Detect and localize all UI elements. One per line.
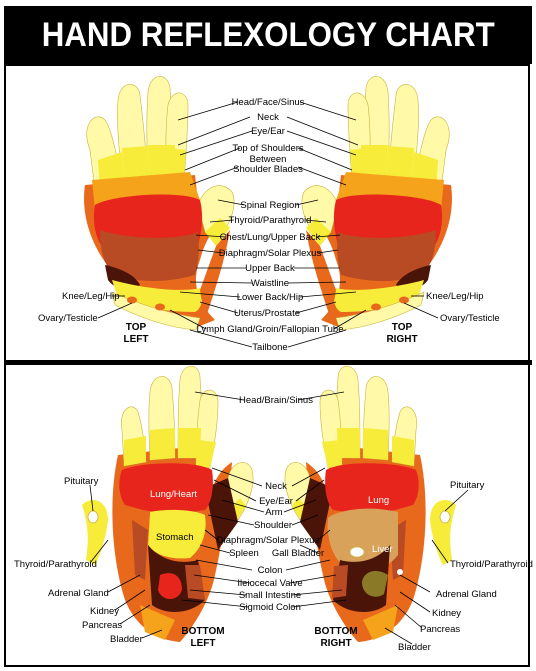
caption-bottom-right-1: BOTTOM [314,626,357,637]
label-uterus-prostate: Uterus/Prostate [234,308,300,319]
label-adrenal-gland-right: Adrenal Gland [436,589,497,600]
label-liver: Liver [372,544,393,555]
label-arm: Arm [265,507,283,518]
caption-top-right-2: RIGHT [386,334,417,345]
label-bladder-right: Bladder [398,642,431,653]
label-shoulder-blades: Shoulder Blades [233,164,303,175]
caption-bottom-left-2: LEFT [191,638,216,649]
bottom-left-hand: Lung/Heart Stomach [82,366,253,642]
label-ovary-testicle-left: Ovary/Testicle [38,313,98,324]
bottom-right-hand: Lung Liver [285,366,456,642]
label-lung: Lung [368,495,389,506]
caption-bottom-left-1: BOTTOM [181,626,224,637]
label-spleen: Spleen [229,548,259,559]
label-kidney-right: Kidney [432,608,461,619]
caption-top-left-2: LEFT [124,334,149,345]
label-thyroid-parathyroid-left: Thyroid/Parathyroid [14,559,97,570]
label-gall-bladder: Gall Bladder [272,548,324,559]
label-bottom-neck: Neck [265,481,287,492]
label-ovary-testicle-right: Ovary/Testicle [440,313,500,324]
label-eye-ear: Eye/Ear [251,126,285,137]
label-bladder-left: Bladder [110,634,143,645]
label-adrenal-gland-left: Adrenal Gland [48,588,109,599]
label-lower-back-hip: Lower Back/Hip [237,292,304,303]
label-shoulder: Shoulder [254,520,292,531]
caption-top-left-1: TOP [126,322,147,333]
label-kidney-left: Kidney [90,606,119,617]
label-head-brain-sinus: Head/Brain/Sinus [239,395,313,406]
label-pituitary-right: Pituitary [450,480,485,491]
label-ileiocecal-valve: Ileiocecal Valve [237,578,302,589]
label-colon: Colon [258,565,283,576]
label-pancreas-left: Pancreas [82,620,122,631]
label-top-of-shoulders: Top of Shoulders [232,143,304,154]
label-pancreas-right: Pancreas [420,624,460,635]
label-neck: Neck [257,112,279,123]
label-diaphragm-solar-plexus: Diaphragm/Solar Plexus [219,248,322,259]
label-waistline: Waistline [251,278,289,289]
label-knee-leg-hip-left: Knee/Leg/Hip [62,291,120,302]
caption-bottom-right-2: RIGHT [320,638,351,649]
label-small-intestine: Small Intestine [239,590,301,601]
label-bottom-diaphragm-solar-plexus: Diaphragm/Solar Plexus [217,535,320,546]
label-stomach: Stomach [156,532,194,543]
label-thyroid-parathyroid: Thyroid/Parathyroid [229,215,312,226]
label-tailbone: Tailbone [252,342,287,353]
label-upper-back: Upper Back [245,263,295,274]
label-pituitary-left: Pituitary [64,476,99,487]
label-thyroid-parathyroid-right: Thyroid/Parathyroid [450,559,533,570]
caption-top-right-1: TOP [392,322,413,333]
label-chest-lung-upper-back: Chest/Lung/Upper Back [220,232,321,243]
label-spinal-region: Spinal Region [240,200,299,211]
label-bottom-eye-ear: Eye/Ear [259,496,293,507]
label-knee-leg-hip-right: Knee/Leg/Hip [426,291,484,302]
label-sigmoid-colon: Sigmoid Colon [239,602,301,613]
label-lymph-gland-groin-fallopian-tube: Lymph Gland/Groin/Fallopian Tube [197,324,344,335]
label-lung-heart: Lung/Heart [150,489,197,500]
label-head-face-sinus: Head/Face/Sinus [232,97,305,108]
